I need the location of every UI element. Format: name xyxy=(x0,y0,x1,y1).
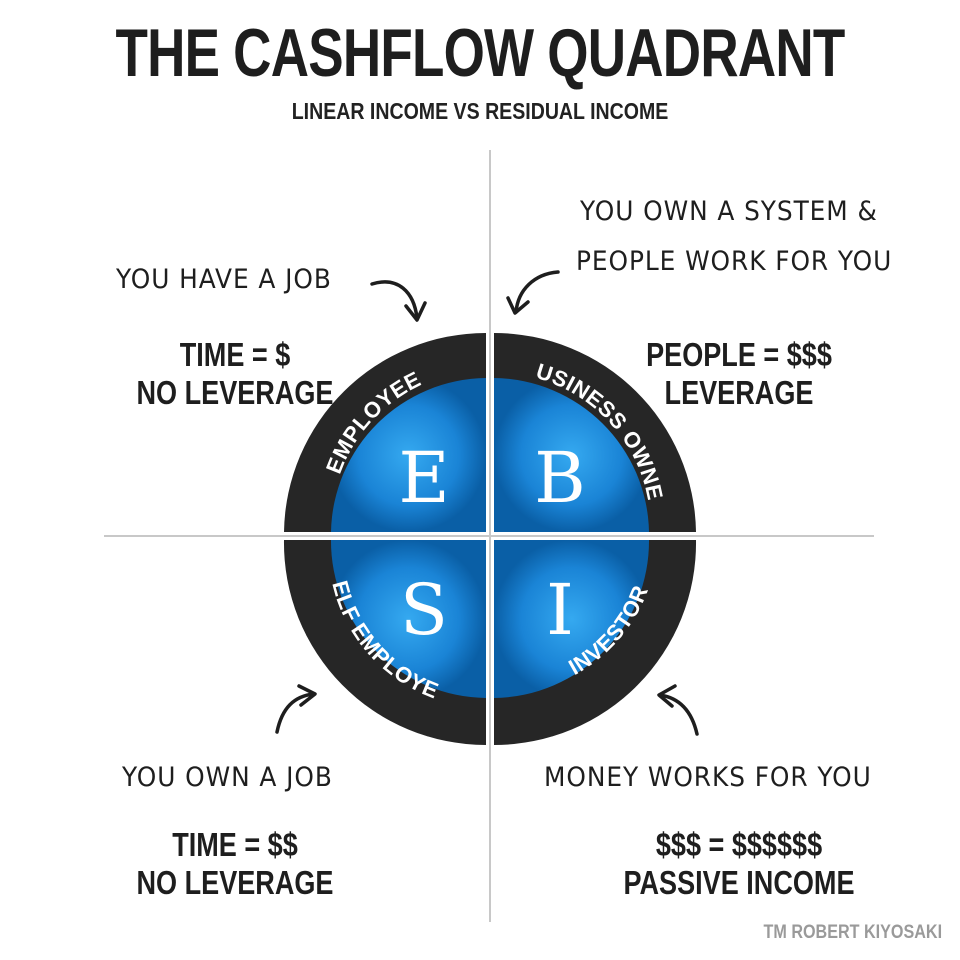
stat-investor: $$$ = $$$$$$ PASSIVE INCOME xyxy=(616,826,862,902)
letter-b: B xyxy=(534,437,585,519)
arrow-investor-icon xyxy=(658,693,699,736)
note-business-owner-line1: YOU OWN A SYSTEM & xyxy=(580,196,878,227)
letter-i: I xyxy=(546,569,574,651)
stat-employee-line1: TIME = $ xyxy=(179,336,291,373)
stat-self-employed-line2: NO LEVERAGE xyxy=(136,864,334,901)
stat-business-owner-line2: LEVERAGE xyxy=(664,374,814,411)
page-title: THE CASHFLOW QUADRANT xyxy=(115,15,845,91)
blue-disc xyxy=(330,378,650,698)
arrow-business-owner-icon xyxy=(514,270,560,314)
stat-investor-line1: $$$ = $$$$$$ xyxy=(655,826,823,863)
arrow-self-employed-head-icon xyxy=(297,684,317,707)
stat-employee: TIME = $ NO LEVERAGE xyxy=(112,336,358,412)
disc-quadrant-self-employed xyxy=(330,540,486,698)
arrow-self-employed-icon xyxy=(275,692,316,734)
horizontal-axis-line xyxy=(104,535,874,537)
arrow-investor-head-icon xyxy=(657,684,677,708)
stat-business-owner: PEOPLE = $$$ LEVERAGE xyxy=(616,336,862,412)
credit-text: TM ROBERT KIYOSAKI xyxy=(763,922,942,943)
disc-quadrant-employee xyxy=(331,378,486,532)
disc-quadrant-investor xyxy=(494,540,650,698)
arrow-business-owner-head-icon xyxy=(506,296,530,315)
note-employee: YOU HAVE A JOB xyxy=(116,264,332,295)
stat-investor-line2: PASSIVE INCOME xyxy=(623,864,855,901)
letter-e: E xyxy=(398,437,449,519)
stat-business-owner-line1: PEOPLE = $$$ xyxy=(646,336,832,373)
letter-s: S xyxy=(400,569,448,651)
note-business-owner-line2: PEOPLE WORK FOR YOU xyxy=(576,246,893,277)
arrow-employee-icon xyxy=(370,280,419,320)
arrow-employee-head-icon xyxy=(404,301,427,322)
disc-quadrant-business-owner xyxy=(494,378,649,532)
note-investor: MONEY WORKS FOR YOU xyxy=(544,762,872,793)
note-self-employed: YOU OWN A JOB xyxy=(122,762,333,793)
stat-self-employed-line1: TIME = $$ xyxy=(172,826,298,863)
stat-employee-line2: NO LEVERAGE xyxy=(136,374,334,411)
stat-self-employed: TIME = $$ NO LEVERAGE xyxy=(112,826,358,902)
page-subtitle: LINEAR INCOME VS RESIDUAL INCOME xyxy=(291,98,669,124)
